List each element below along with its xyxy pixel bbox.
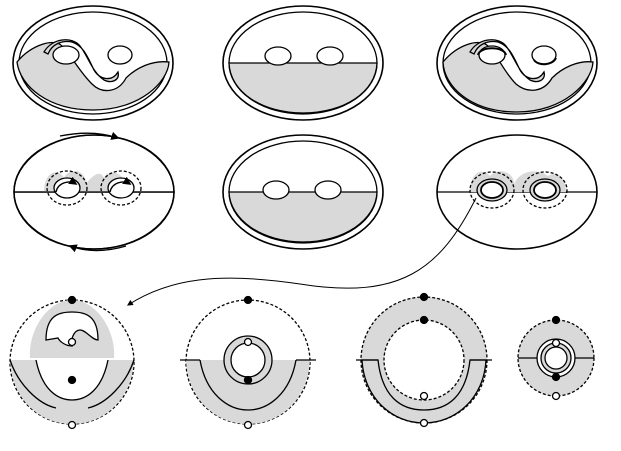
panel-r2c2 — [222, 134, 384, 250]
local-model-4 — [517, 315, 595, 401]
local-model-2 — [180, 295, 316, 430]
connecting-arrow — [126, 197, 477, 306]
panel-r1c1 — [12, 5, 174, 121]
panel-r1c3 — [436, 5, 598, 121]
local-model-1 — [9, 295, 135, 430]
panel-r1c2 — [222, 5, 384, 121]
local-model-3 — [356, 292, 492, 428]
panel-r2c3 — [436, 134, 598, 250]
panel-r2c1 — [13, 131, 175, 253]
